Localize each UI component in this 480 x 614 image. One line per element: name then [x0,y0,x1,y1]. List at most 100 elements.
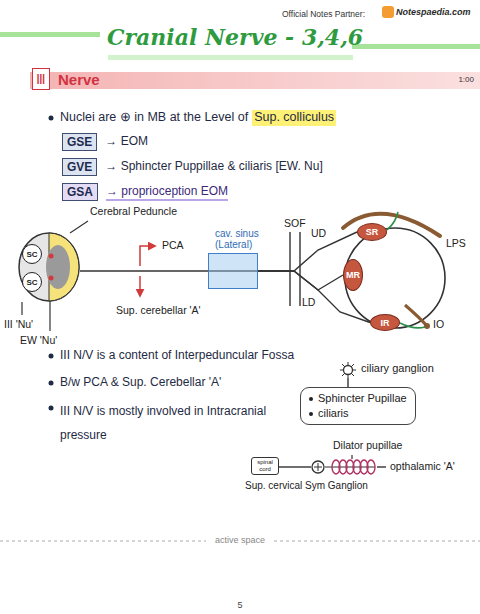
list-row: ciliaris [309,406,407,421]
leader-line [70,221,88,233]
page-title: Cranial Nerve - 3,4,6 [107,24,363,50]
list-row: Sphincter Pupillae [309,391,407,406]
node-text: ciliary ganglion [361,362,434,375]
muscle-label: Dilator pupillae [333,439,402,452]
logo-text: Notespaedia.com [396,7,471,18]
numeral-box: Ⅲ [32,68,50,90]
nerve-connector [258,271,343,290]
midbrain-shape [18,232,80,302]
section-band: Ⅲ Nerve 1:00 [30,72,480,89]
artery-label: PCA [162,239,184,252]
ganglion-circle [344,366,353,375]
leader-line [351,455,352,459]
dash-line [377,466,386,467]
bullet-dot [49,354,54,359]
nucleus-dot [49,254,54,259]
sinus-box: cav. sinus (Lateral) [208,253,258,289]
leader-line [49,300,50,331]
nerve-connector [258,271,370,323]
node-text: Ⅲ [36,71,46,87]
bullet-dot [309,412,313,416]
fissure-line [289,232,290,306]
bullet-dot [49,381,54,386]
midbrain-section: SCSCCerebral Peduncle [18,232,80,302]
title-bar [0,32,100,37]
nerve-branch [400,323,425,328]
bullet-text: Nuclei are ⊕ in MB at the Level of [60,110,248,126]
ciliary-ganglion: ciliary ganglion [340,362,356,378]
nucleus-label: EW 'Nu' [20,334,57,347]
box-text: Sphincter Pupillae [318,391,407,406]
node-text: GVE [67,160,92,174]
artery-coil [367,460,375,474]
title-bar [352,44,480,49]
division-label: UD [311,227,326,240]
io-muscle [405,305,427,326]
footer-rule [0,541,206,542]
cross-mark [314,467,322,468]
box-text: ciliaris [318,406,349,421]
fiber-type-box: GSE [62,133,97,151]
fiber-target: → EOM [105,134,148,149]
spoke [342,364,354,376]
node-text: SC [26,278,37,287]
bullet-text: B/w PCA & Sup. Cerebellar 'A' [60,375,221,390]
fiber-target: → proprioception EOM [106,184,228,201]
ganglion-symbol [311,460,325,474]
node-text: GSA [67,185,93,199]
node-text: GSE [67,135,92,149]
midbrain-outline [19,233,79,301]
bullet-dot [309,397,313,401]
muscle-oval: SR [357,223,387,241]
artery-label: opthalamic 'A' [390,460,455,473]
bullet-text: III N/V is a content of Interpeduncular … [60,348,294,363]
target-box: Sphincter Pupillaeciliaris [300,387,416,425]
leader-line [21,302,22,315]
fissure-label: SOF [284,217,306,230]
node-text: IR [381,318,390,328]
peduncle-band [46,245,70,289]
artery-line [140,246,155,266]
artery-label: Sup. cerebellar 'A' [116,304,201,317]
cervical-ganglion: Sup. cervical Sym Ganglion [311,460,325,474]
nucleus-label: III 'Nu' [4,318,33,331]
page-number: 5 [237,600,242,611]
muscle-label: LPS [446,237,466,250]
nerve-connector [347,378,348,387]
bullet-dot [49,406,54,411]
footer-text: active space [212,535,268,546]
node-text: Sup. cervical Sym Ganglion [245,480,368,492]
nucleus-dot [49,276,54,281]
nerve-connector [80,270,208,271]
bullet-text: III N/V is mostly involved in Intracrani… [60,399,275,447]
partner-text: Official Notes Partner: [282,9,365,20]
muscle-oval: MR [343,259,363,291]
node-text: 1:00 [458,75,474,85]
fiber-type-box: GSA [62,183,98,201]
fiber-target: → Sphincter Puppillae & ciliaris [EW. Nu… [105,159,322,174]
spoke [342,364,354,376]
muscle-oval: IR [370,314,400,331]
nerve-connector [279,466,311,467]
logo-icon [382,6,394,18]
node-text: Cerebral Peduncle [90,205,177,217]
bullet-dot [49,116,54,121]
nerve-branch [387,212,398,230]
node-text: cav. sinus (Lateral) [215,228,277,250]
footer-rule [274,541,480,542]
muscle-label: IO [433,318,444,331]
io-dot [424,323,430,329]
ganglion-circle [312,461,324,473]
node-text: SC [26,250,37,259]
fiber-type-box: GVE [62,158,97,176]
spinal-cord-box: spinal cord [251,457,279,475]
node-text: spinal cord [254,459,276,473]
division-label: LD [302,296,315,309]
fissure-line [299,232,300,306]
node-text: Nerve [58,71,100,89]
highlight-text: Sup. colliculus [252,110,336,126]
